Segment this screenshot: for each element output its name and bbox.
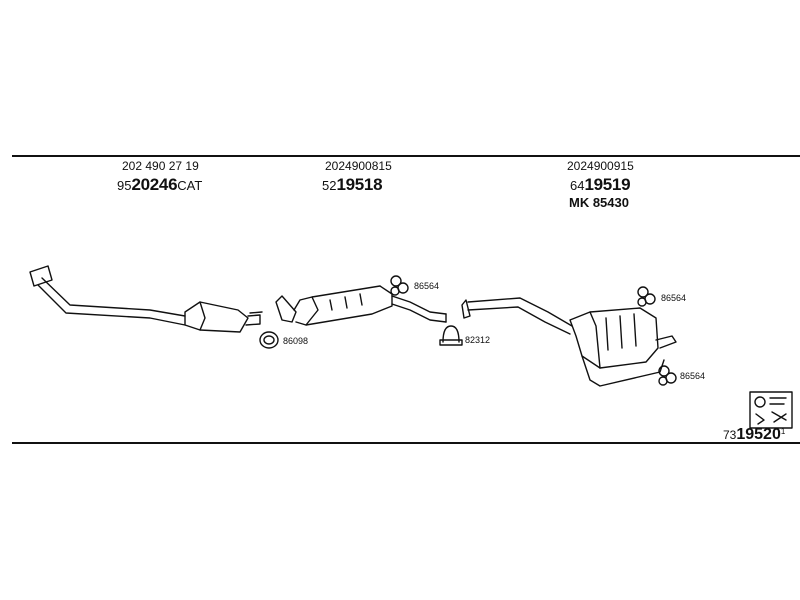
part-main: 19518: [336, 175, 383, 194]
rubber-hanger-3-drawing: [658, 365, 677, 386]
oe-number-middle-silencer: 2024900815: [325, 159, 392, 173]
part-main: 19519: [584, 175, 631, 194]
mounting-kit-number: MK 85430: [569, 195, 629, 210]
reference-number: 73195201: [723, 426, 785, 444]
part-prefix: 95: [117, 178, 132, 193]
bottom-divider: [12, 442, 800, 444]
rubber-hanger-1-drawing: [390, 275, 409, 296]
rubber-hanger-2-drawing: [637, 286, 656, 307]
middle-silencer-drawing: [275, 285, 447, 326]
label-gasket: 86098: [283, 336, 309, 346]
part-prefix: 64: [570, 178, 585, 193]
clamp-drawing: [439, 325, 463, 346]
ref-suffix: 1: [780, 427, 786, 436]
mounting-parts-icon: [749, 391, 793, 429]
part-main: 20246: [131, 175, 178, 194]
oe-number-front-pipe: 202 490 27 19: [122, 159, 199, 173]
gasket-ring-drawing: [259, 331, 279, 349]
label-hanger-2: 86564: [661, 293, 687, 303]
part-number-front-pipe: 9520246CAT: [117, 175, 202, 195]
label-clamp: 82312: [465, 335, 491, 345]
part-suffix: CAT: [177, 178, 203, 193]
top-divider: [12, 155, 800, 157]
ref-main: 19520: [736, 426, 781, 443]
ref-prefix: 73: [723, 428, 737, 442]
label-hanger-1: 86564: [414, 281, 440, 291]
part-number-rear-silencer: 6419519: [570, 175, 631, 195]
oe-number-rear-silencer: 2024900915: [567, 159, 634, 173]
front-pipe-with-catalyst-drawing: [29, 265, 263, 333]
rear-silencer-drawing: [461, 297, 677, 387]
part-prefix: 52: [322, 178, 337, 193]
part-number-middle-silencer: 5219518: [322, 175, 383, 195]
label-hanger-3: 86564: [680, 371, 706, 381]
